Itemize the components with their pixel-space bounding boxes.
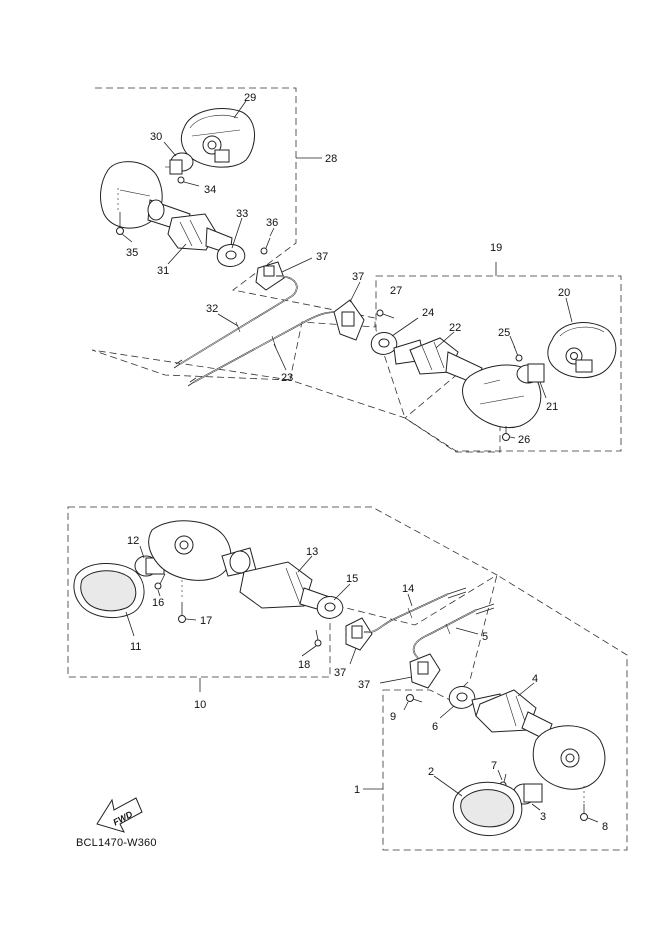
callout-37-upper-left: 37 (316, 251, 328, 263)
plate-15 (316, 596, 344, 619)
callout-30: 30 (150, 131, 162, 143)
callout-36: 36 (266, 217, 278, 229)
wire-14 (363, 587, 467, 634)
screw-16 (154, 573, 166, 590)
callout-8: 8 (602, 821, 608, 833)
plate-6 (448, 686, 476, 709)
grommet-37-b (333, 299, 365, 341)
callout-2: 2 (428, 766, 434, 778)
callout-31: 31 (157, 265, 169, 277)
plate-24 (370, 332, 398, 355)
callout-33: 33 (236, 208, 248, 220)
screw-8 (580, 804, 588, 821)
lens-11 (73, 562, 145, 618)
callout-15: 15 (346, 573, 358, 585)
callout-5: 5 (482, 631, 488, 643)
callout-10: 10 (194, 699, 206, 711)
callout-19: 19 (490, 242, 502, 254)
assembly-1 (406, 653, 606, 837)
callout-27: 27 (390, 285, 402, 297)
callout-6: 6 (432, 721, 438, 733)
housing-31 (100, 161, 233, 255)
callout-26: 26 (518, 434, 530, 446)
callout-labels: 29 30 34 28 35 31 33 36 37 32 23 37 27 2… (126, 92, 608, 833)
lens-20 (547, 322, 617, 378)
leader-lines (121, 100, 599, 823)
callout-32: 32 (206, 303, 218, 315)
plate-33 (216, 244, 246, 267)
callout-11: 11 (130, 641, 141, 653)
assembly-10 (73, 520, 495, 659)
callout-12: 12 (127, 535, 139, 547)
diagram-code: BCL1470-W360 (76, 837, 157, 849)
group-boundary-1 (382, 574, 628, 851)
screw-26 (502, 426, 510, 441)
callout-7: 7 (491, 760, 497, 772)
screw-17 (178, 602, 186, 623)
group-boundary-28 (91, 87, 501, 453)
callout-14: 14 (402, 583, 414, 595)
callout-29: 29 (244, 92, 256, 104)
callout-37-upper-right: 37 (352, 271, 364, 283)
bulb-30 (165, 152, 194, 175)
grommet-37-a (255, 261, 285, 291)
callout-18: 18 (298, 659, 310, 671)
screw-36 (260, 237, 271, 255)
callout-3: 3 (540, 811, 546, 823)
stalk-4 (471, 689, 553, 741)
grommet-37-c (345, 617, 373, 651)
screw-27 (376, 309, 395, 319)
wire-32 (173, 275, 298, 369)
lens-29 (180, 108, 255, 168)
callout-21: 21 (546, 401, 558, 413)
wire-23 (187, 311, 339, 387)
lens-2 (452, 781, 523, 837)
assembly-28 (100, 108, 339, 387)
grommet-37-d (409, 653, 441, 689)
screw-25 (513, 345, 523, 362)
screw-35 (116, 212, 124, 235)
callout-13: 13 (306, 546, 318, 558)
callout-22: 22 (449, 322, 461, 334)
callout-34: 34 (204, 184, 216, 196)
callout-28: 28 (325, 153, 337, 165)
callout-37-lower-right: 37 (358, 679, 370, 691)
callout-9: 9 (390, 711, 396, 723)
group-boundaries (67, 87, 628, 851)
bulb-3 (512, 783, 543, 805)
callout-1: 1 (354, 784, 360, 796)
screw-9 (406, 694, 423, 703)
callout-35: 35 (126, 247, 138, 259)
callout-20: 20 (558, 287, 570, 299)
screw-34 (177, 176, 200, 187)
callout-17: 17 (200, 615, 212, 627)
callout-4: 4 (532, 673, 538, 685)
screw-18 (314, 629, 322, 647)
housing-10-body (148, 520, 257, 598)
fwd-arrow-icon (96, 797, 143, 833)
group-boundary-19 (375, 275, 622, 452)
callout-25: 25 (498, 327, 510, 339)
group-boundary-10 (67, 506, 498, 678)
assembly-19 (333, 299, 617, 441)
callout-23: 23 (281, 372, 293, 384)
wire-5 (412, 603, 495, 659)
housing-1-body (532, 725, 606, 804)
callout-16: 16 (152, 597, 164, 609)
bulb-21 (516, 363, 545, 384)
callout-24: 24 (422, 307, 434, 319)
callout-37-lower-left: 37 (334, 667, 346, 679)
fwd-arrow: FWD (96, 797, 143, 833)
